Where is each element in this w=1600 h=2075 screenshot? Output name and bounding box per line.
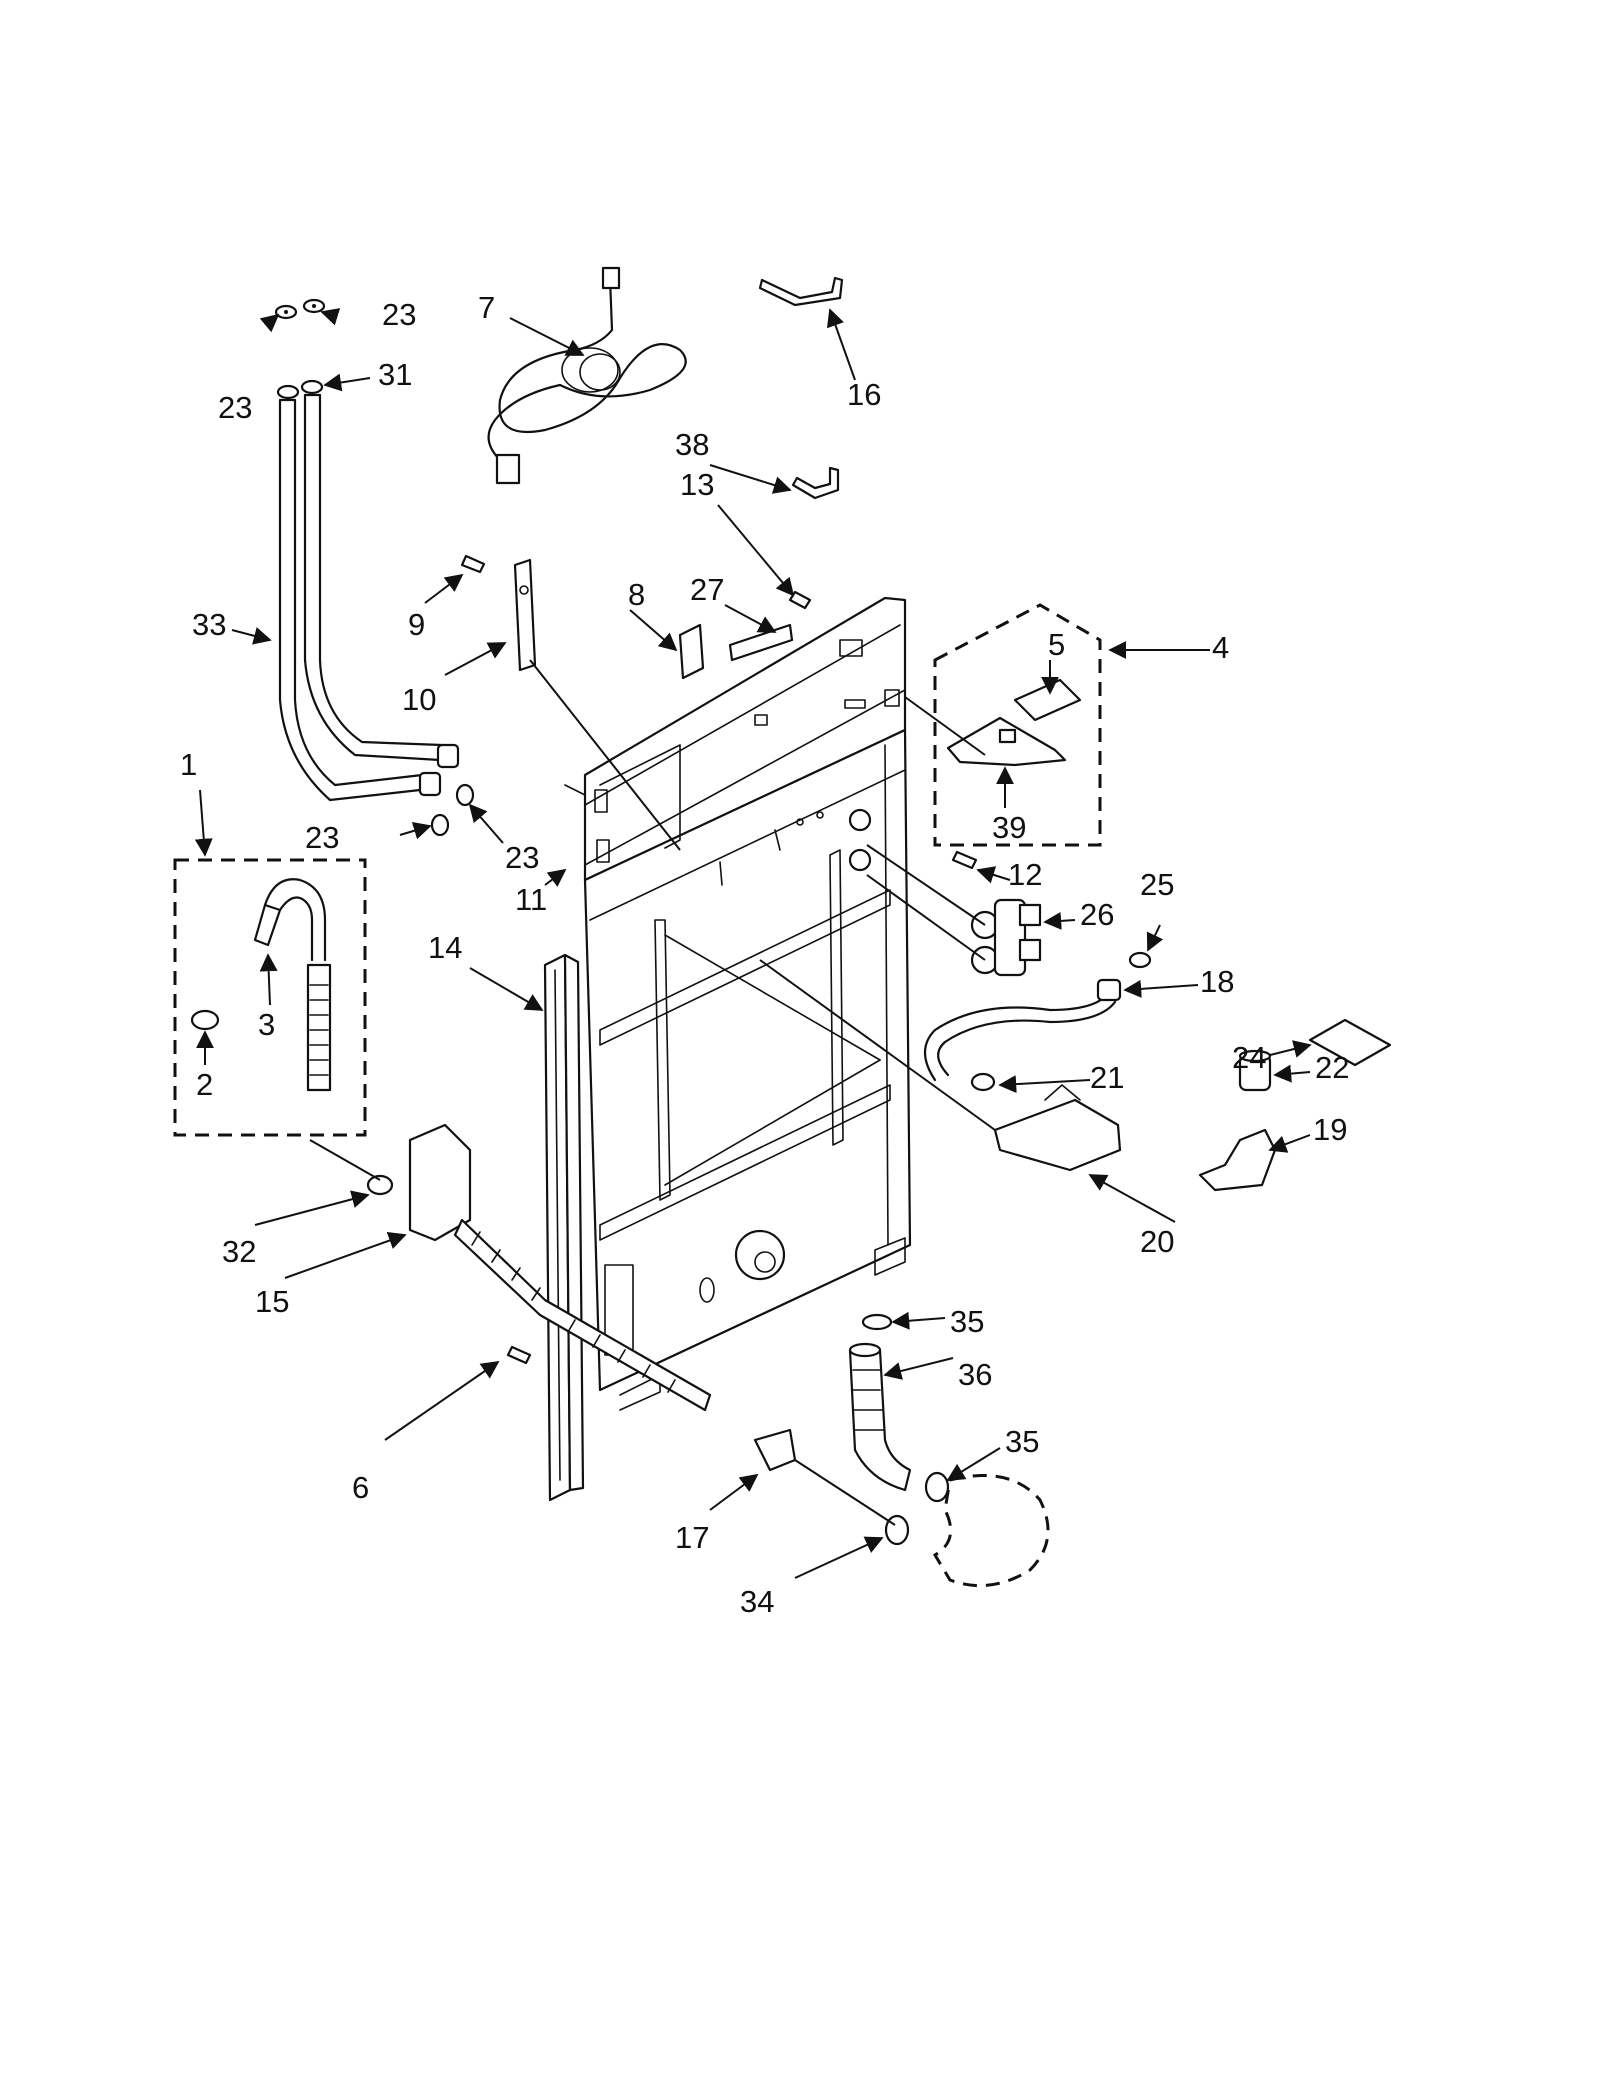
callout-36: 36 (958, 1357, 992, 1392)
callout-21: 21 (1090, 1060, 1124, 1095)
callout-12: 12 (1008, 857, 1042, 892)
callout-27: 27 (690, 572, 724, 607)
drain-hose-corrugated (453, 1218, 712, 1412)
callout-17: 17 (675, 1520, 709, 1555)
drain-hose-36 (848, 1342, 912, 1492)
callout-23b: 23 (218, 390, 252, 425)
label-24 (1308, 1018, 1392, 1067)
callout-31: 31 (378, 357, 412, 392)
callout-7: 7 (478, 290, 495, 325)
callout-32: 32 (222, 1234, 256, 1269)
callout-18: 18 (1200, 964, 1234, 999)
strap-10 (513, 558, 537, 672)
inlet-tube-18 (923, 978, 1122, 1082)
callout-labels: 23 23 31 33 23 23 7 16 38 13 27 8 9 10 1… (180, 290, 1349, 1619)
callout-23a: 23 (382, 297, 416, 332)
callout-5: 5 (1048, 627, 1065, 662)
clamp-2 (190, 1009, 220, 1031)
drain-hose-3 (253, 878, 332, 1092)
bracket-8 (678, 623, 705, 680)
clip-38 (791, 466, 840, 500)
clamp-17 (753, 1428, 797, 1472)
power-cord (487, 266, 687, 485)
callout-2: 2 (196, 1067, 213, 1102)
callout-13: 13 (680, 467, 714, 502)
callout-25: 25 (1140, 867, 1174, 902)
callout-4: 4 (1212, 630, 1229, 665)
callout-35b: 35 (1005, 1424, 1039, 1459)
drain-kit-1-box (173, 858, 367, 1137)
callout-16: 16 (847, 377, 881, 412)
callout-11: 11 (515, 882, 547, 917)
inlet-hoses (274, 298, 475, 837)
leader-lines (194, 308, 1312, 1579)
callout-24: 24 (1232, 1040, 1266, 1075)
hose-guide-15 (408, 1123, 472, 1242)
capacitor-22 (1238, 1049, 1272, 1092)
callout-15: 15 (255, 1284, 289, 1319)
bracket-16 (758, 276, 844, 307)
label-5 (1013, 678, 1082, 722)
callout-34: 34 (740, 1584, 774, 1619)
callout-23d: 23 (505, 840, 539, 875)
callout-20: 20 (1140, 1224, 1174, 1259)
callout-23c: 23 (305, 820, 339, 855)
callout-19: 19 (1313, 1112, 1347, 1147)
callout-22: 22 (1315, 1050, 1349, 1085)
callout-33: 33 (192, 607, 226, 642)
callout-14: 14 (428, 930, 462, 965)
side-rail (543, 953, 585, 1502)
pump-outline (932, 1474, 1050, 1588)
callout-38: 38 (675, 427, 709, 462)
rail-27 (728, 623, 794, 662)
bracket-19 (1198, 1128, 1277, 1192)
callout-39: 39 (992, 810, 1026, 845)
callout-9: 9 (408, 607, 425, 642)
callout-10: 10 (402, 682, 436, 717)
callout-1: 1 (180, 747, 197, 782)
kit-4-box (933, 603, 1102, 847)
back-panel (564, 596, 912, 1411)
bracket-39 (946, 716, 1067, 767)
callout-35a: 35 (950, 1304, 984, 1339)
hose-clamps (366, 951, 1152, 1546)
dispenser-20 (993, 1098, 1122, 1172)
callout-6: 6 (352, 1470, 369, 1505)
callout-8: 8 (628, 577, 645, 612)
callout-26: 26 (1080, 897, 1114, 932)
callout-3: 3 (258, 1007, 275, 1042)
water-valve-26 (970, 898, 1042, 977)
